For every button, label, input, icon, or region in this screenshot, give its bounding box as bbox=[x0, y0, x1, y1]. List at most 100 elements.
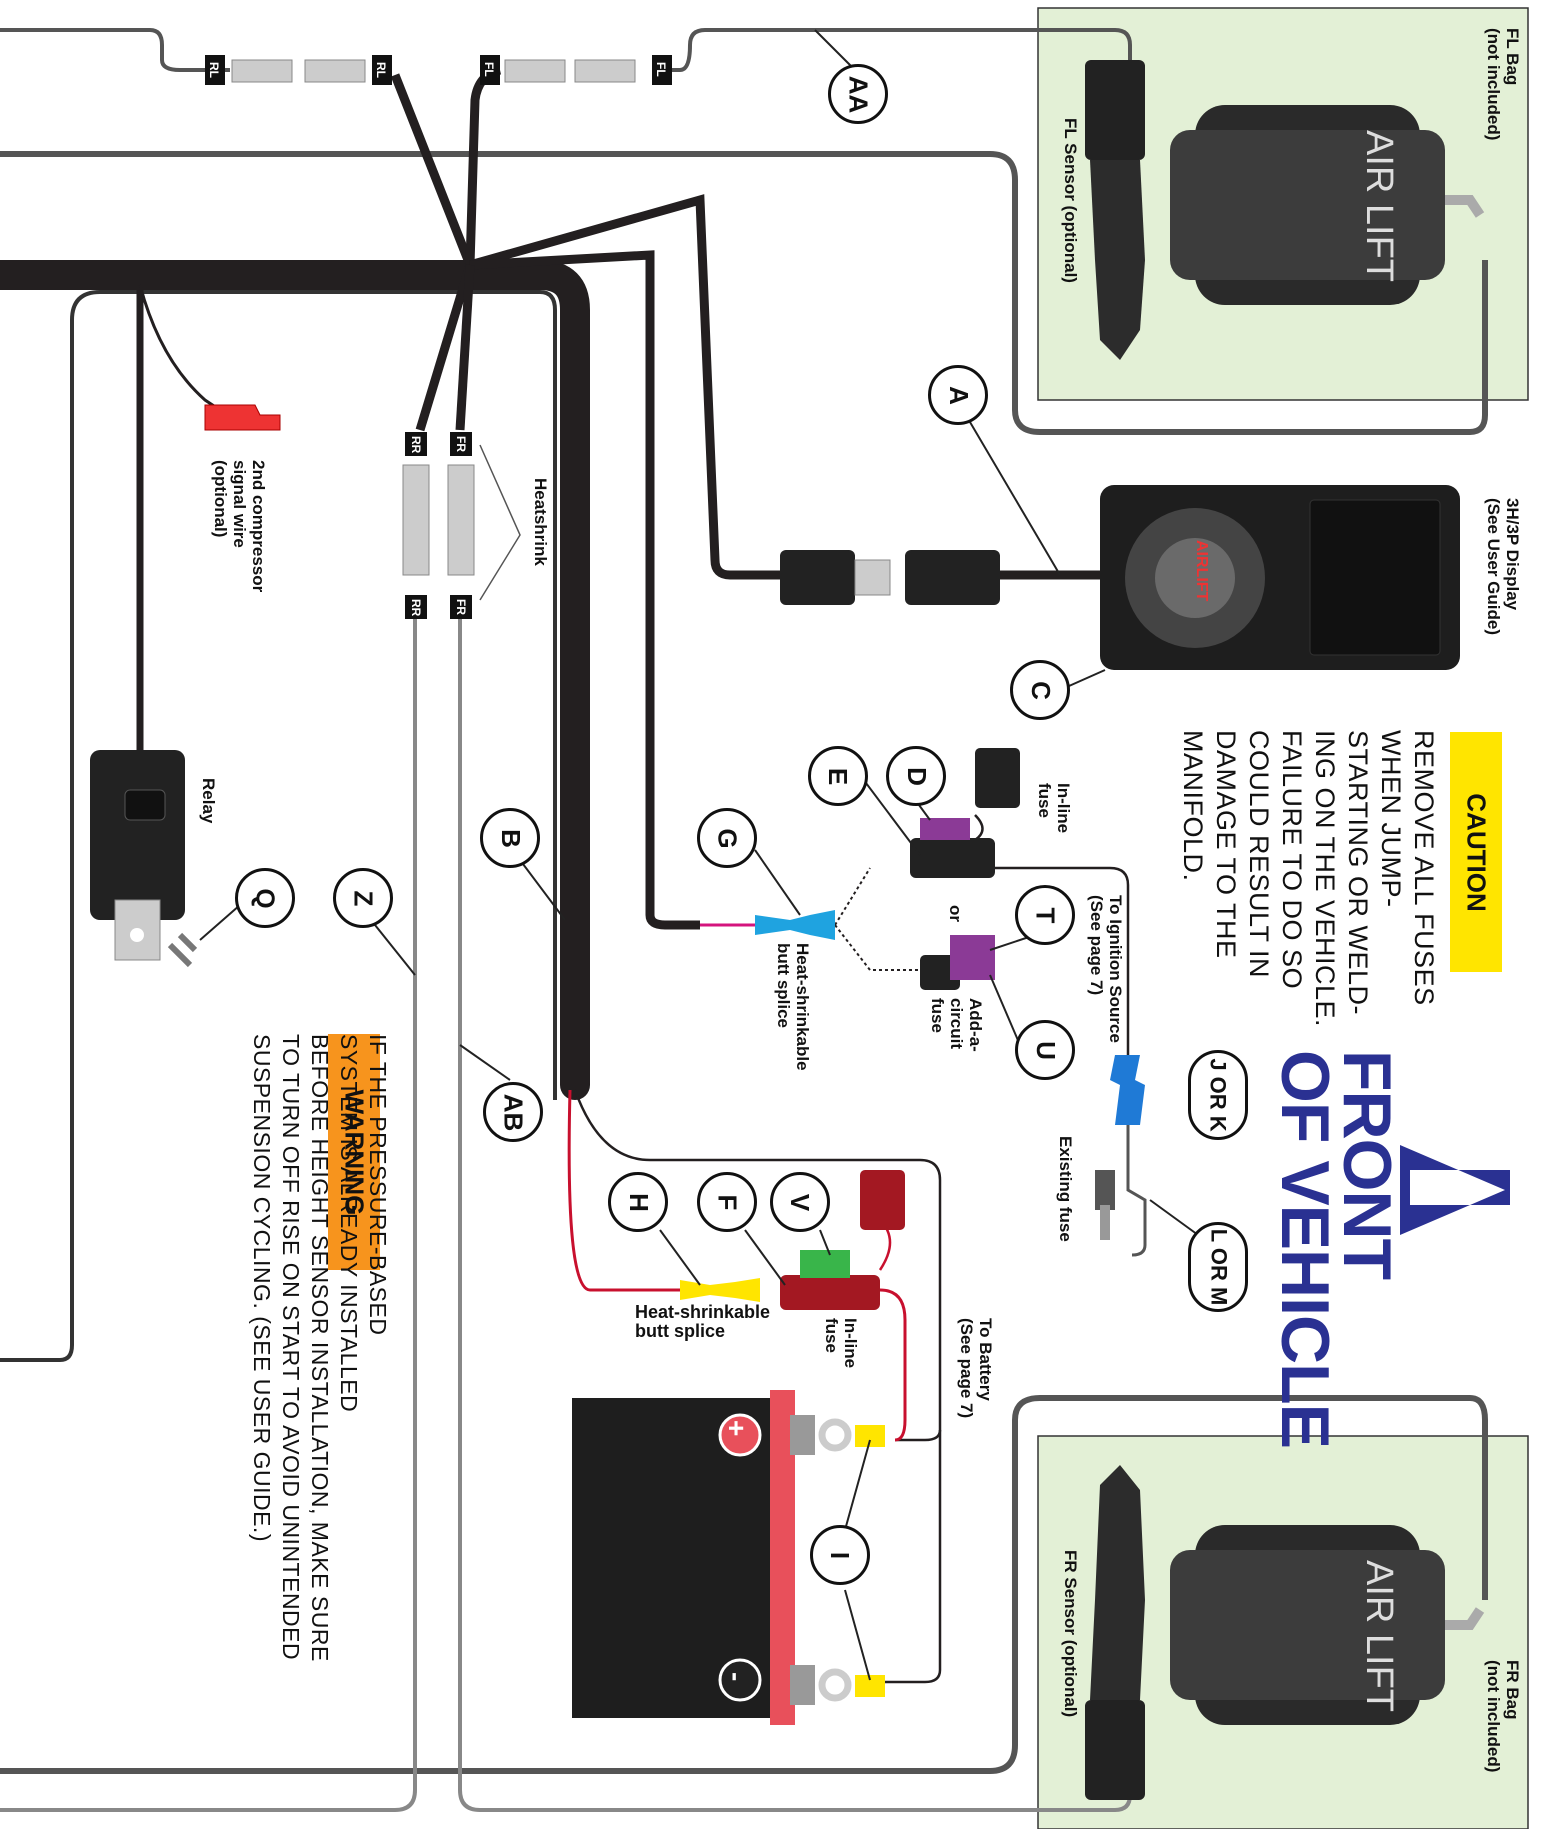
tag-rr-bottom: RR bbox=[409, 599, 423, 617]
fl-bag-label: FL Bag (not included) bbox=[1484, 28, 1522, 141]
frame-inner-left bbox=[0, 290, 557, 1362]
leader-e bbox=[859, 774, 921, 856]
leader-f bbox=[744, 1229, 786, 1286]
leader-aa bbox=[814, 29, 856, 71]
inline-fuse-bottom bbox=[780, 1170, 905, 1310]
callout-i: I bbox=[810, 1525, 870, 1585]
callout-b: B bbox=[480, 808, 540, 868]
ignition-splice bbox=[1110, 1055, 1145, 1125]
leader-b bbox=[519, 859, 566, 921]
fl-bag-brand: AIR LIFT bbox=[1358, 130, 1400, 283]
leader-i-1 bbox=[844, 1439, 871, 1531]
leader-z bbox=[374, 924, 416, 976]
existing-fuse-wire bbox=[1126, 1105, 1147, 1257]
leader-v bbox=[819, 1229, 831, 1256]
thin-wire-fr bbox=[458, 600, 1132, 1812]
callout-u: U bbox=[1015, 1020, 1075, 1080]
leader-u bbox=[989, 974, 1021, 1046]
heatshrink-label: Heatshrink bbox=[531, 478, 550, 566]
leader-q bbox=[199, 904, 241, 941]
tag-rl-right: RL bbox=[374, 62, 388, 78]
callout-h: H bbox=[608, 1172, 668, 1232]
connector-fl-plug-2 bbox=[574, 59, 636, 83]
existing-fuse-label: Existing fuse bbox=[1056, 1136, 1075, 1242]
compressor-wire bbox=[138, 284, 221, 412]
connector-rl-right bbox=[372, 55, 392, 85]
tag-fl-right: FL bbox=[654, 62, 668, 77]
tag-rl-left: RL bbox=[207, 62, 221, 78]
connector-rr-bottom bbox=[405, 595, 427, 619]
warning-badge: WARNING bbox=[328, 1034, 380, 1270]
fr-air-bag bbox=[1170, 1525, 1485, 1725]
leader-i-2 bbox=[844, 1589, 871, 1681]
tag-rr-top: RR bbox=[409, 436, 423, 454]
fr-bag-brand: AIR LIFT bbox=[1358, 1560, 1400, 1713]
dotted-branch-1 bbox=[834, 867, 871, 926]
dotted-branch-2 bbox=[834, 924, 920, 971]
relay-screw bbox=[167, 932, 198, 968]
harness-branch-top2 bbox=[469, 250, 700, 930]
battery-negative-symbol: - bbox=[721, 1672, 752, 1682]
connector-fr-top bbox=[450, 432, 472, 456]
frame-outline-bottom bbox=[0, 1395, 1488, 1774]
battery-red-wire-2 bbox=[879, 1288, 907, 1442]
connector-rl-plug-2 bbox=[304, 59, 366, 83]
inline-fuse-top-label: In-line fuse bbox=[1035, 783, 1073, 834]
fuse-top-hood-wire bbox=[974, 814, 984, 842]
butt-splice-bottom bbox=[680, 1278, 760, 1302]
battery bbox=[572, 1390, 885, 1725]
add-a-circuit-fuse bbox=[920, 935, 995, 990]
fr-sensor bbox=[1085, 1465, 1145, 1800]
leader-h bbox=[659, 1229, 701, 1286]
butt-splice-top-label: Heat-shrinkable butt splice bbox=[774, 943, 812, 1071]
leader-ab bbox=[459, 1044, 511, 1081]
connector-rl-plug-1 bbox=[231, 59, 293, 83]
callout-ab: AB bbox=[483, 1082, 543, 1142]
callout-l-or-m: L OR M bbox=[1188, 1222, 1248, 1312]
harness-branch-fr bbox=[455, 264, 475, 431]
callout-q: Q bbox=[235, 868, 295, 928]
tag-fl-left: FL bbox=[482, 62, 496, 77]
caution-text: REMOVE ALL FUSES WHEN JUMP- STARTING OR … bbox=[1178, 730, 1439, 1028]
callout-v: V bbox=[770, 1172, 830, 1232]
callout-a: A bbox=[928, 365, 988, 425]
connector-rr-top bbox=[405, 432, 427, 456]
connector-fl-left bbox=[480, 55, 500, 85]
relay-label: Relay bbox=[199, 778, 218, 824]
connector-fl-right bbox=[652, 55, 672, 85]
thin-wire-rr bbox=[0, 600, 417, 1812]
thin-wire-fl bbox=[660, 28, 1132, 72]
connector-rl-left bbox=[205, 55, 225, 85]
fl-air-bag bbox=[1170, 105, 1485, 305]
connector-fr-plug bbox=[447, 464, 475, 576]
usb-connectors bbox=[780, 550, 1000, 605]
battery-neg-wire bbox=[880, 1430, 942, 1684]
tag-fr-bottom: FR bbox=[454, 599, 468, 615]
callout-aa: AA bbox=[828, 64, 888, 124]
battery-positive-symbol: + bbox=[721, 1420, 752, 1437]
ignition-run bbox=[980, 866, 1130, 1055]
thin-wire-top bbox=[0, 28, 230, 72]
display-device bbox=[1100, 485, 1460, 670]
harness-branch-fl bbox=[465, 65, 502, 266]
ignition-label: To Ignition Source (See page 7) bbox=[1087, 895, 1125, 1043]
relay bbox=[90, 750, 185, 961]
callout-j-or-k: J OR K bbox=[1188, 1050, 1248, 1140]
tag-fr-top: FR bbox=[454, 436, 468, 452]
existing-fuse bbox=[1095, 1170, 1115, 1240]
fr-bag-label: FR Bag (not included) bbox=[1484, 1660, 1522, 1773]
connector-fr-bottom bbox=[450, 595, 472, 619]
leader-g bbox=[754, 849, 801, 916]
butt-splice-bottom-label: Heat-shrinkable butt splice bbox=[635, 1302, 771, 1341]
warning-text: IF THE PRESSURE-BASED SYSTEM IS ALREADY … bbox=[249, 1034, 391, 1662]
harness-branch-usb bbox=[468, 194, 780, 580]
inline-fuse-bottom-label: In-line fuse bbox=[822, 1318, 860, 1369]
front-arrow bbox=[1400, 1145, 1510, 1235]
callout-f: F bbox=[697, 1172, 757, 1232]
fl-sensor bbox=[1085, 60, 1145, 360]
butt-splice-top bbox=[755, 910, 835, 940]
callout-d: D bbox=[886, 746, 946, 806]
or-label: or bbox=[946, 905, 965, 922]
